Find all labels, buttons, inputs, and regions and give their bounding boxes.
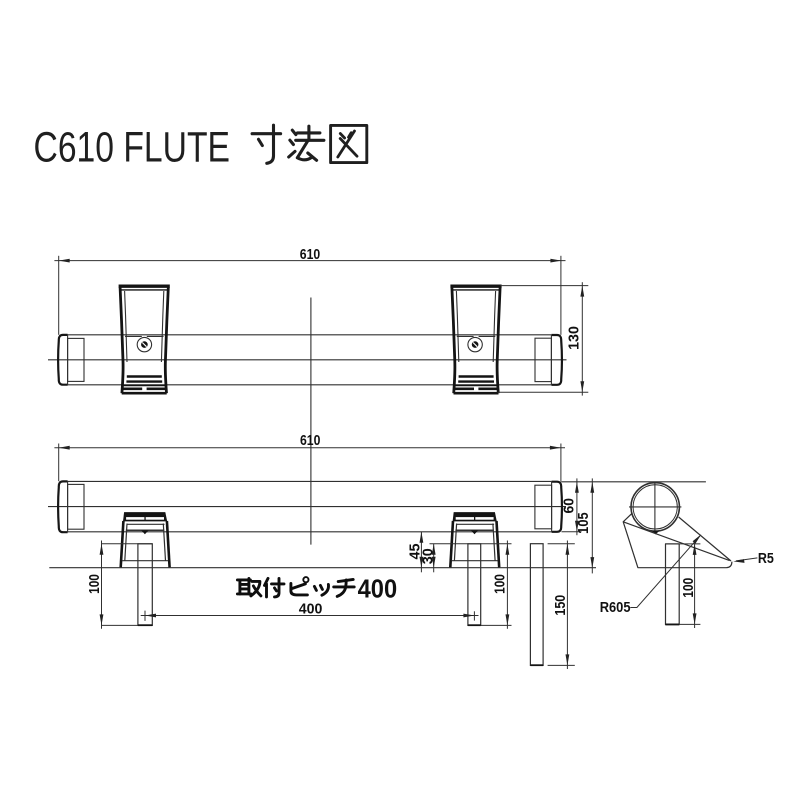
svg-text:100: 100 <box>86 574 103 594</box>
svg-text:400: 400 <box>299 601 323 618</box>
svg-text:R605: R605 <box>600 599 631 616</box>
svg-text:105: 105 <box>575 512 592 534</box>
svg-text:30: 30 <box>419 548 436 564</box>
svg-text:130: 130 <box>566 326 583 350</box>
svg-text:100: 100 <box>680 578 697 598</box>
svg-text:45: 45 <box>407 544 424 560</box>
svg-text:150: 150 <box>552 595 569 616</box>
svg-text:610: 610 <box>300 432 320 449</box>
svg-text:R5: R5 <box>758 550 774 567</box>
svg-text:100: 100 <box>492 574 509 594</box>
svg-text:400: 400 <box>358 574 398 604</box>
svg-text:610: 610 <box>300 246 320 263</box>
svg-text:C610 FLUTE: C610 FLUTE <box>34 124 230 172</box>
svg-text:60: 60 <box>561 498 578 514</box>
